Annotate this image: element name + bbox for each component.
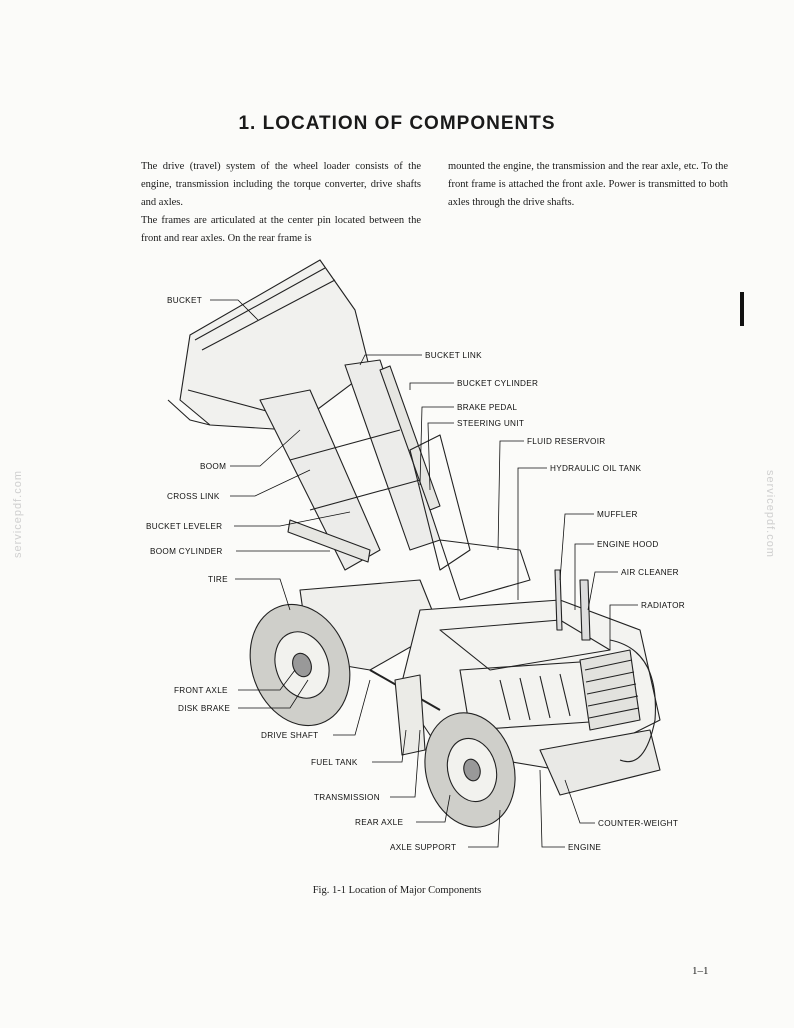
intro-column-right: mounted the engine, the transmission and… — [448, 158, 728, 212]
loader-illustration — [167, 259, 661, 828]
paragraph: The frames are articulated at the center… — [141, 215, 421, 244]
binding-mark — [740, 292, 744, 326]
boom-arm — [259, 389, 381, 571]
label-front-axle: FRONT AXLE — [174, 686, 228, 695]
rear-tire — [424, 712, 516, 828]
paragraph: mounted the engine, the transmission and… — [448, 161, 728, 208]
label-engine: ENGINE — [568, 843, 601, 852]
fuel-tank-shape — [394, 674, 426, 756]
figure-caption: Fig. 1-1 Location of Major Components — [312, 885, 482, 896]
label-bucket-cylinder: BUCKET CYLINDER — [457, 379, 538, 388]
counterweight-shape — [539, 729, 661, 796]
rear-tire-far — [609, 639, 657, 763]
muffler-stack — [554, 569, 563, 631]
label-steering-unit: STEERING UNIT — [457, 419, 524, 428]
label-radiator: RADIATOR — [641, 601, 685, 610]
label-fluid-reservoir: FLUID RESERVOIR — [527, 437, 606, 446]
label-transmission: TRANSMISSION — [314, 793, 380, 802]
bucket-shape — [179, 259, 371, 431]
label-fuel-tank: FUEL TANK — [311, 758, 358, 767]
label-tire: TIRE — [208, 575, 228, 584]
label-cross-link: CROSS LINK — [167, 492, 220, 501]
boom-cylinder-shape — [287, 519, 371, 563]
label-muffler: MUFFLER — [597, 510, 638, 519]
intro-column-left: The drive (travel) system of the wheel l… — [141, 158, 421, 248]
label-bucket: BUCKET — [167, 296, 202, 305]
label-brake-pedal: BRAKE PEDAL — [457, 403, 517, 412]
label-drive-shaft: DRIVE SHAFT — [261, 731, 318, 740]
air-cleaner-stack — [579, 579, 591, 641]
label-air-cleaner: AIR CLEANER — [621, 568, 679, 577]
label-boom-cylinder: BOOM CYLINDER — [150, 547, 223, 556]
front-tire — [249, 603, 351, 727]
watermark-right: servicepdf.com — [764, 470, 776, 558]
wheel-loader-diagram: BUCKET BUCKET LINK BUCKET CYLINDER BRAKE… — [146, 259, 685, 852]
label-bucket-link: BUCKET LINK — [425, 351, 482, 360]
label-bucket-leveler: BUCKET LEVELER — [146, 522, 222, 531]
label-disk-brake: DISK BRAKE — [178, 704, 230, 713]
label-hydraulic-oil-tank: HYDRAULIC OIL TANK — [550, 464, 641, 473]
page-title: 1. LOCATION OF COMPONENTS — [238, 113, 556, 134]
leader-lines — [210, 299, 638, 848]
label-rear-axle: REAR AXLE — [355, 818, 403, 827]
label-engine-hood: ENGINE HOOD — [597, 540, 659, 549]
watermark-left: servicepdf.com — [12, 470, 24, 558]
page-number: 1–1 — [692, 965, 709, 977]
radiator-grille — [579, 649, 641, 731]
label-boom: BOOM — [200, 462, 226, 471]
label-axle-support: AXLE SUPPORT — [390, 843, 456, 852]
label-counter-weight: COUNTER-WEIGHT — [598, 819, 678, 828]
paragraph: The drive (travel) system of the wheel l… — [141, 161, 421, 208]
